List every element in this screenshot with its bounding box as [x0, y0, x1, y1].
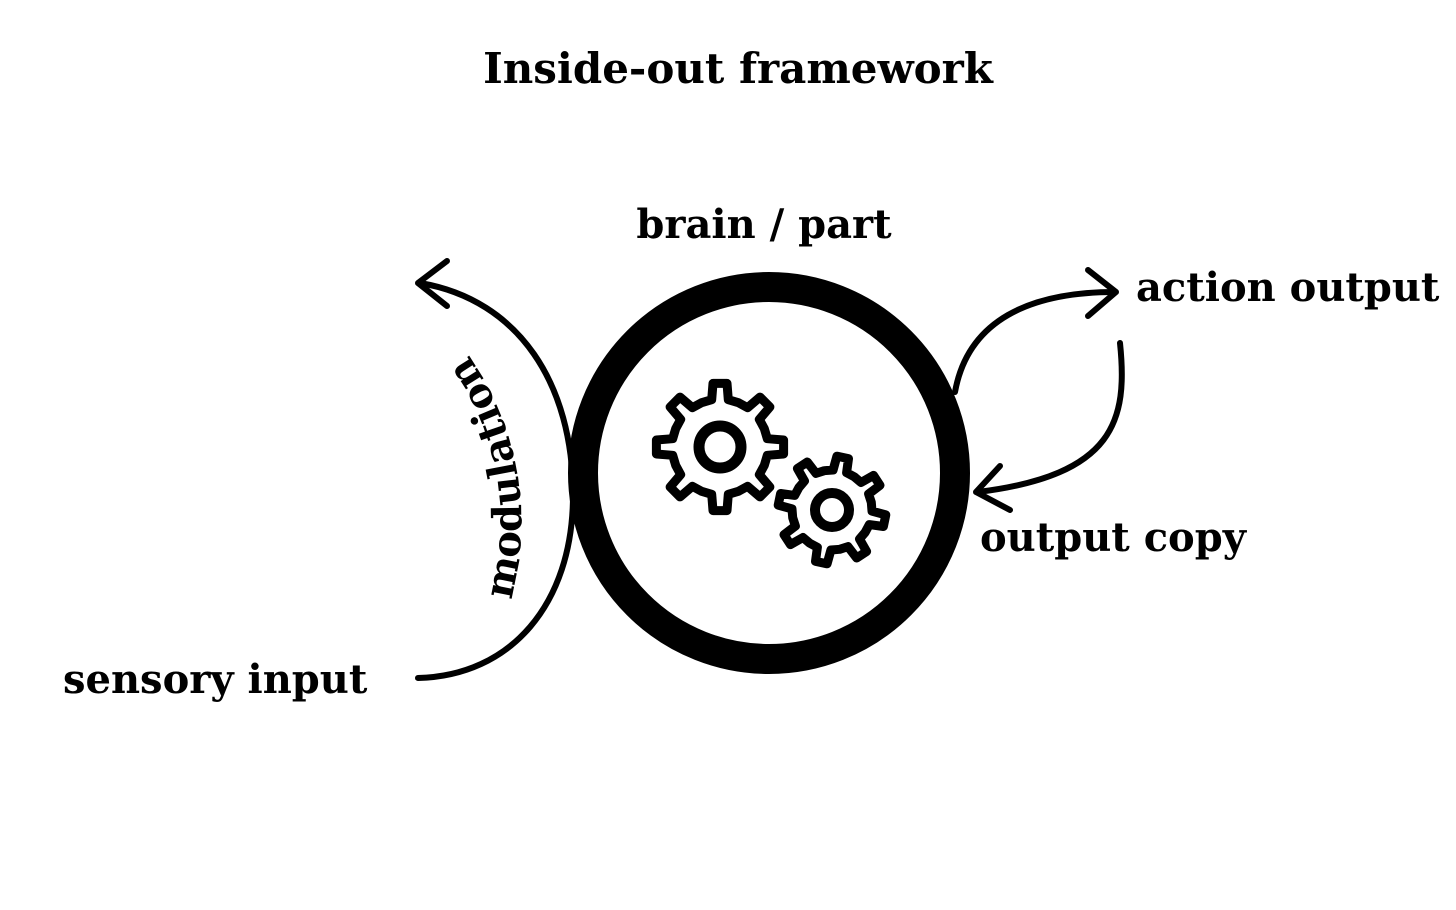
output-copy-arc	[975, 340, 1125, 495]
sensory-modulation-arc	[415, 280, 576, 681]
sensory-input-label: sensory input	[63, 656, 368, 703]
small-gear-outline	[773, 451, 891, 569]
modulation-label: modulation	[437, 350, 531, 603]
output-copy-arrowhead	[973, 463, 1013, 513]
action-output-arc	[952, 289, 1118, 395]
diagram-title: Inside-out framework	[483, 44, 994, 93]
large-gear-icon	[651, 378, 789, 516]
gears-icon	[651, 378, 891, 569]
output-copy-label: output copy	[980, 514, 1248, 561]
large-gear-outline	[651, 378, 789, 516]
action-output-arrowhead	[1085, 267, 1119, 319]
small-gear-icon	[773, 451, 891, 569]
brain-label: brain / part	[636, 201, 892, 248]
brain-circle	[568, 272, 970, 674]
modulation-arrowhead	[415, 258, 450, 309]
action-output-label: action output	[1136, 264, 1440, 311]
